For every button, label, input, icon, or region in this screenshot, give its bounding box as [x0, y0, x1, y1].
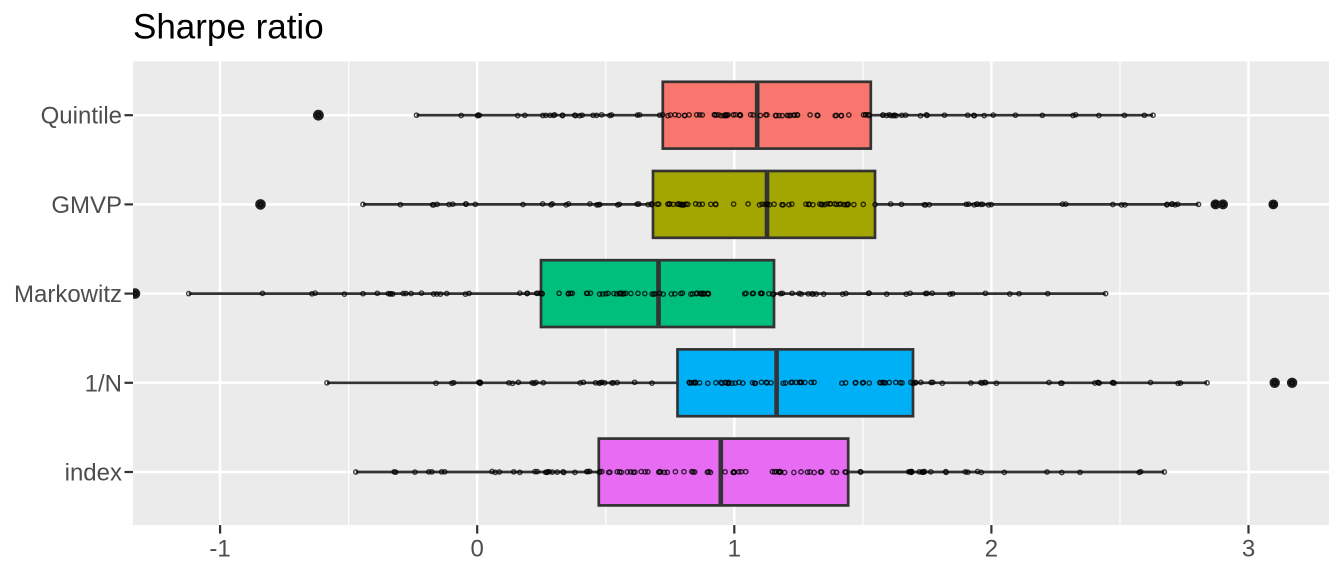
svg-text:GMVP: GMVP	[51, 192, 122, 219]
svg-text:Markowitz: Markowitz	[14, 281, 122, 308]
svg-text:3: 3	[1242, 536, 1255, 563]
svg-text:1/N: 1/N	[85, 370, 122, 397]
svg-text:-1: -1	[209, 536, 230, 563]
svg-text:index: index	[65, 460, 122, 487]
svg-text:Sharpe ratio: Sharpe ratio	[133, 8, 324, 47]
svg-text:Quintile: Quintile	[41, 103, 122, 130]
svg-text:2: 2	[985, 536, 998, 563]
svg-text:0: 0	[471, 536, 484, 563]
svg-text:1: 1	[728, 536, 741, 563]
